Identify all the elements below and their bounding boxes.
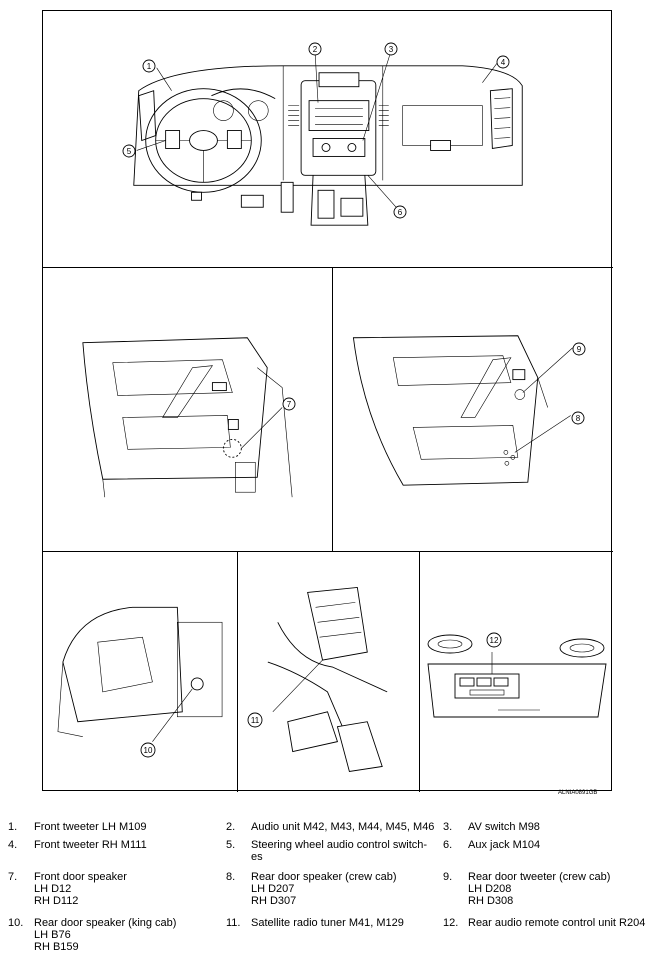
front-door-panel: 7 [43, 268, 333, 552]
legend-item-2-text: Audio unit M42, M43, M44, M45, M46 [251, 821, 435, 833]
king-cab-panel: 10 [43, 552, 238, 792]
rear-door-illustration [352, 335, 573, 486]
figure-reference-code: ALNIA0891GB [558, 790, 598, 796]
legend-item-12-text: Rear audio remote control unit R204 [468, 917, 646, 929]
legend-item-3-text: AV switch M98 [468, 821, 540, 833]
callout-1-label: 1 [147, 62, 152, 71]
callout-2: 2 [308, 42, 322, 56]
legend-item-6-text: Aux jack M104 [468, 839, 541, 851]
callout-2-label: 2 [313, 45, 318, 54]
legend-item-7-text: Front door speaker LH D12 RH D112 [34, 871, 127, 907]
callout-10-label: 10 [144, 746, 153, 755]
king-cab-illustration [57, 606, 223, 742]
legend-item-4-text: Front tweeter RH M111 [34, 839, 147, 851]
callout-4: 4 [496, 55, 510, 69]
callout-7: 7 [282, 397, 296, 411]
rear-remote-panel: 12 [420, 552, 613, 792]
satellite-tuner-panel: 11 [238, 552, 420, 792]
legend-item-8-text: Rear door speaker (crew cab) LH D207 RH … [251, 871, 397, 907]
legend-item-10-text: Rear door speaker (king cab) LH B76 RH B… [34, 917, 177, 953]
rear-remote-illustration [427, 634, 607, 718]
legend-item-11-text: Satellite radio tuner M41, M129 [251, 917, 404, 929]
dashboard-illustration [133, 51, 523, 226]
callout-5: 5 [122, 144, 136, 158]
legend-item-1-text: Front tweeter LH M109 [34, 821, 147, 833]
satellite-tuner-illustration [267, 586, 388, 772]
callout-9-label: 9 [577, 345, 582, 354]
callout-5-label: 5 [127, 147, 132, 156]
callout-4-label: 4 [501, 58, 506, 67]
callout-8-label: 8 [576, 414, 581, 423]
callout-12-label: 12 [490, 636, 499, 645]
callout-3: 3 [384, 42, 398, 56]
legend-item-9-text: Rear door tweeter (crew cab) LH D208 RH … [468, 871, 611, 907]
dashboard-panel: 1 2 3 4 5 6 [43, 11, 613, 268]
callout-10: 10 [140, 742, 156, 758]
callout-8: 8 [571, 411, 585, 425]
callout-12: 12 [486, 632, 502, 648]
callout-6-label: 6 [398, 208, 403, 217]
callout-3-label: 3 [389, 45, 394, 54]
legend-item-5-text: Steering wheel audio control switch- es [251, 839, 428, 863]
callout-6: 6 [393, 205, 407, 219]
component-location-figure: 1 2 3 4 5 6 7 [42, 10, 613, 792]
front-door-illustration [82, 337, 293, 498]
callout-11: 11 [247, 712, 263, 728]
rear-door-crew-cab-panel: 9 8 [333, 268, 613, 552]
callout-1: 1 [142, 59, 156, 73]
callout-7-label: 7 [287, 400, 292, 409]
callout-11-label: 11 [251, 716, 260, 725]
callout-9: 9 [572, 342, 586, 356]
